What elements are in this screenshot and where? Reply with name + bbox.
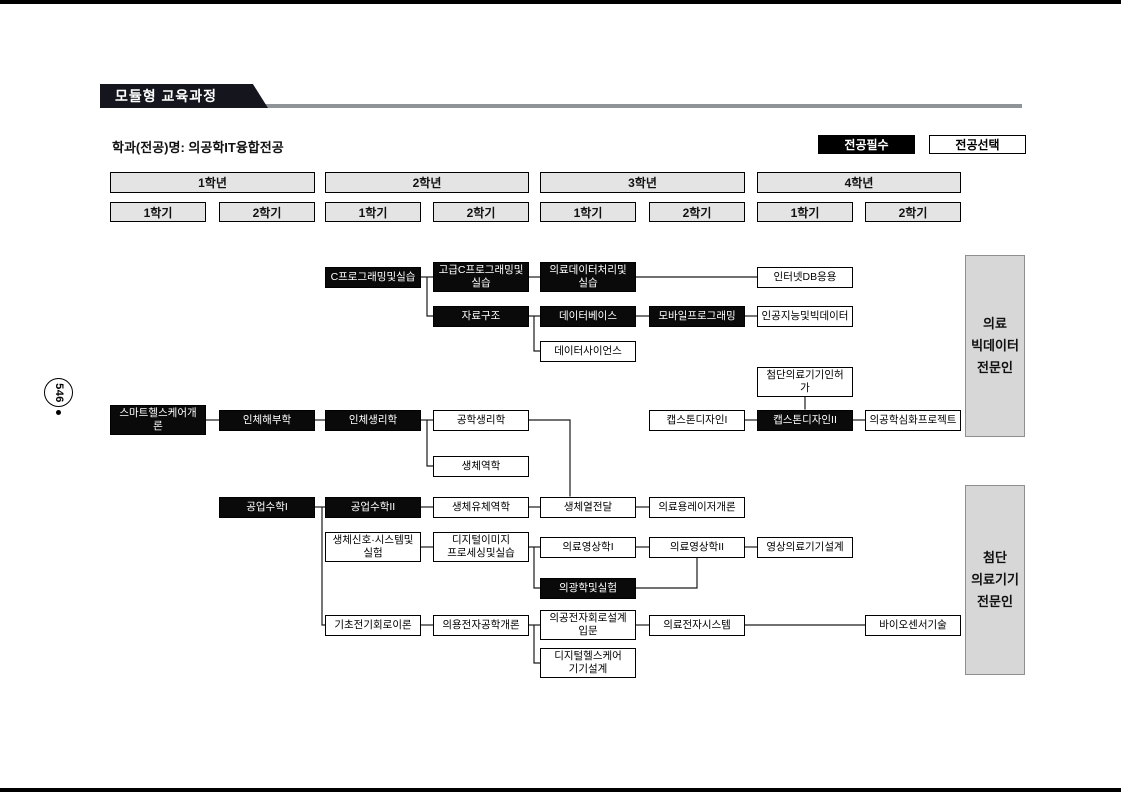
semester-header-4: 2학기 xyxy=(433,202,529,222)
edge-eng_math2-circuits xyxy=(321,507,325,626)
course-med_elec_system: 의료전자시스템 xyxy=(649,614,745,636)
course-bio_optics: 의광학및실험 xyxy=(540,577,636,599)
page-top-border xyxy=(0,0,1121,4)
page-bottom-border xyxy=(0,788,1121,792)
program-name-label: 학과(전공)명: 의공학IT융합전공 xyxy=(112,140,284,155)
course-med_imaging2: 의료영상학II xyxy=(649,536,745,558)
course-biosensor: 바이오센서기술 xyxy=(865,614,961,636)
course-laser: 의료용레이저개론 xyxy=(649,496,745,518)
course-advanced_project: 의공학심화프로젝트 xyxy=(865,409,961,431)
semester-header-2: 2학기 xyxy=(219,202,315,222)
course-device_approval: 첨단의료기기인허 가 xyxy=(757,367,853,397)
course-biofluid: 생체유체역학 xyxy=(433,496,529,518)
page-number-circle: 546 xyxy=(44,378,73,407)
course-circuits: 기초전기회로이론 xyxy=(325,614,421,636)
course-eng_math2: 공업수학II xyxy=(325,496,421,518)
semester-header-6: 2학기 xyxy=(649,202,745,222)
track-panel-medical-bigdata-expert: 의료 빅데이터 전문인 xyxy=(965,255,1025,437)
year-header-2: 2학년 xyxy=(325,172,529,193)
year-header-4: 4학년 xyxy=(757,172,961,193)
year-header-1: 1학년 xyxy=(110,172,315,193)
course-biomechanics: 생체역학 xyxy=(433,455,529,477)
edge-c_prog-data_struct xyxy=(426,277,433,317)
course-med_electronics_intro: 의용전자공학개론 xyxy=(433,614,529,636)
course-mobile_prog: 모바일프로그래밍 xyxy=(649,305,745,327)
year-header-3: 3학년 xyxy=(540,172,745,193)
course-capstone1: 캡스톤디자인I xyxy=(649,409,745,431)
course-digital_image: 디지털이미지 프로세싱및실습 xyxy=(433,532,529,562)
course-internet_db: 인터넷DB응용 xyxy=(757,266,853,288)
edge-bio_optics-med_imaging2 xyxy=(636,557,698,589)
course-imaging_design: 영상의료기기설계 xyxy=(757,536,853,558)
course-med_imaging1: 의료영상학I xyxy=(540,536,636,558)
edge-digital_image-bio_optics xyxy=(533,547,540,589)
legend-elective-badge: 전공선택 xyxy=(929,135,1026,154)
track-panel-advanced-device-expert: 첨단 의료기기 전문인 xyxy=(965,485,1025,675)
edge-med_electronics_intro-digital_health_design xyxy=(533,625,540,664)
course-data_science: 데이터사이언스 xyxy=(540,340,636,362)
course-anatomy: 인체해부학 xyxy=(219,409,315,431)
legend-required-badge: 전공필수 xyxy=(818,135,915,154)
semester-header-1: 1학기 xyxy=(110,202,206,222)
course-capstone2: 캡스톤디자인II xyxy=(757,409,853,431)
course-data_struct: 자료구조 xyxy=(433,305,529,327)
semester-header-7: 1학기 xyxy=(757,202,853,222)
course-biosignal: 생체신호·시스템및 실험 xyxy=(325,532,421,562)
section-title-flag: 모듈형 교육과정 xyxy=(100,84,268,108)
semester-header-5: 1학기 xyxy=(540,202,636,222)
course-adv_c: 고급C프로그래밍및 실습 xyxy=(433,262,529,292)
course-eng_physiology: 공학생리학 xyxy=(433,409,529,431)
course-med_data: 의료데이터처리및 실습 xyxy=(540,262,636,292)
edge-physiology-biomechanics xyxy=(426,420,433,467)
course-bioheat: 생체열전달 xyxy=(540,496,636,518)
semester-header-8: 2학기 xyxy=(865,202,961,222)
semester-header-3: 1학기 xyxy=(325,202,421,222)
course-c_prog: C프로그래밍및실습 xyxy=(325,266,421,288)
edge-eng_physiology-bioheat xyxy=(529,419,571,497)
course-eng_math1: 공업수학I xyxy=(219,496,315,518)
course-circuit_design: 의공전자회로설계 입문 xyxy=(540,610,636,640)
section-title-rule xyxy=(100,104,1022,108)
course-digital_health_design: 디지털헬스케어 기기설계 xyxy=(540,648,636,678)
page-number-dot xyxy=(56,410,61,415)
course-ai_bigdata: 인공지능및빅데이터 xyxy=(757,305,853,327)
course-database: 데이터베이스 xyxy=(540,305,636,327)
edge-data_struct-data_science xyxy=(533,316,540,352)
course-physiology: 인체생리학 xyxy=(325,409,421,431)
course-smart_health: 스마트헬스케어개 론 xyxy=(110,405,206,435)
